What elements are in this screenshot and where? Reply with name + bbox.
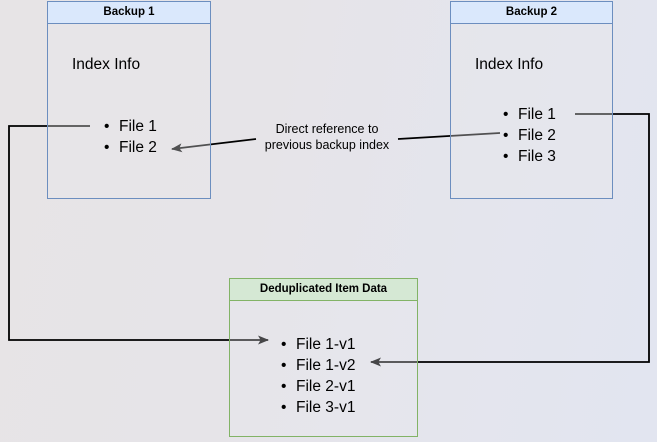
list-item: File 1 bbox=[104, 116, 157, 137]
node-backup1-body: Index Info File 1 File 2 bbox=[48, 24, 210, 198]
list-item: File 2-v1 bbox=[281, 376, 355, 397]
node-dedup-body: File 1-v1 File 1-v2 File 2-v1 File 3-v1 bbox=[230, 301, 417, 436]
edge-label-line2: previous backup index bbox=[264, 138, 390, 152]
list-item: File 3 bbox=[503, 146, 556, 167]
list-item: File 1-v1 bbox=[281, 334, 355, 355]
node-backup2-section-label: Index Info bbox=[475, 56, 544, 73]
edge-label-line1: Direct reference to bbox=[275, 122, 379, 136]
node-backup2-file-list: File 1 File 2 File 3 bbox=[503, 104, 556, 167]
node-deduplicated-item-data[interactable]: Deduplicated Item Data File 1-v1 File 1-… bbox=[229, 278, 418, 437]
node-backup2[interactable]: Backup 2 Index Info File 1 File 2 File 3 bbox=[450, 1, 613, 199]
node-backup2-header: Backup 2 bbox=[451, 2, 612, 24]
list-item: File 1 bbox=[503, 104, 556, 125]
node-backup1[interactable]: Backup 1 Index Info File 1 File 2 bbox=[47, 1, 211, 199]
list-item: File 3-v1 bbox=[281, 397, 355, 418]
list-item: File 2 bbox=[503, 125, 556, 146]
node-dedup-header: Deduplicated Item Data bbox=[230, 279, 417, 301]
node-backup1-header: Backup 1 bbox=[48, 2, 210, 24]
list-item: File 1-v2 bbox=[281, 355, 355, 376]
node-backup1-section-label: Index Info bbox=[72, 56, 141, 73]
list-item: File 2 bbox=[104, 137, 157, 158]
edge-label-direct-reference: Direct reference to previous backup inde… bbox=[249, 121, 405, 153]
node-dedup-file-list: File 1-v1 File 1-v2 File 2-v1 File 3-v1 bbox=[281, 334, 355, 418]
node-backup2-body: Index Info File 1 File 2 File 3 bbox=[451, 24, 612, 198]
node-backup1-file-list: File 1 File 2 bbox=[104, 116, 157, 158]
